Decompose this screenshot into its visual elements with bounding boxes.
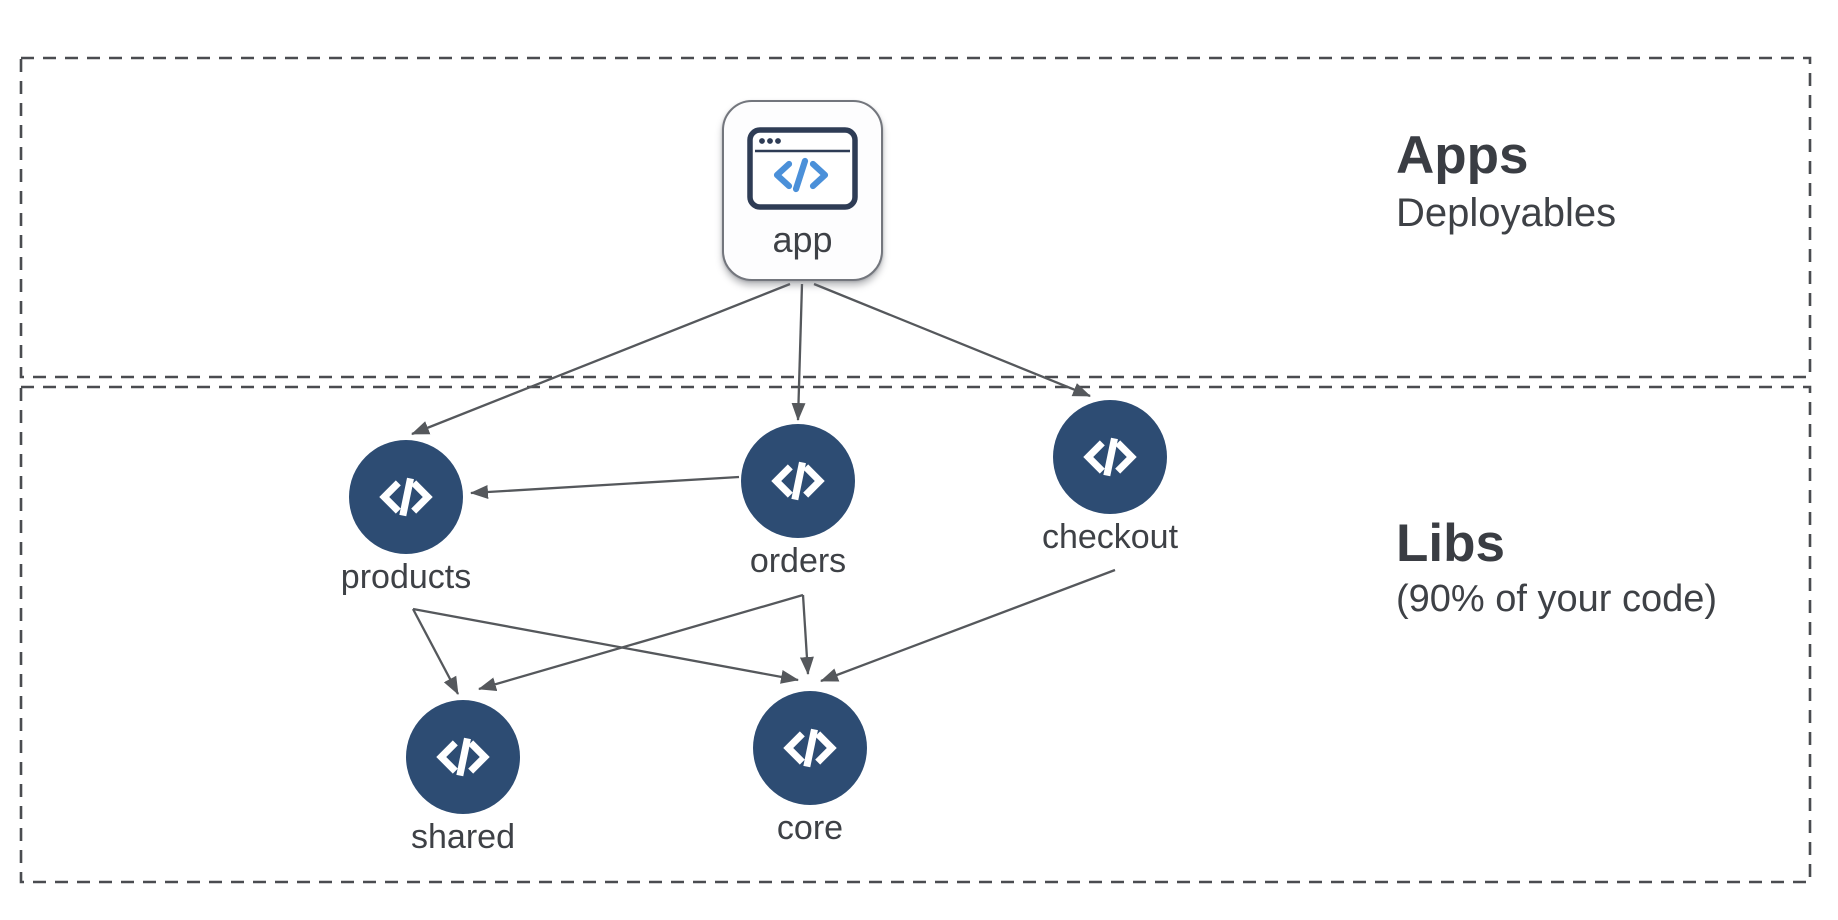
edge-app-checkout — [813, 282, 1091, 398]
apps-section-title: Apps — [1396, 126, 1529, 185]
libs-section-title: Libs — [1396, 514, 1505, 573]
browser-code-icon — [747, 127, 858, 210]
edge-products-core — [412, 607, 799, 684]
node-core-label: core — [776, 809, 844, 847]
node-orders: orders — [708, 424, 888, 581]
node-products: products — [316, 440, 496, 597]
products-circle — [349, 440, 463, 554]
edge-orders-shared — [478, 593, 804, 691]
edge-app-orders — [791, 283, 806, 421]
edge-app-products — [411, 282, 791, 436]
code-icon — [771, 461, 825, 501]
libs-section-caption: Libs (90% of your code) — [1396, 514, 1717, 622]
shared-circle — [406, 700, 520, 814]
node-checkout: checkout — [1020, 400, 1200, 557]
libs-section-border — [19, 385, 1812, 884]
code-icon — [1083, 437, 1137, 477]
orders-circle — [741, 424, 855, 538]
code-icon — [436, 737, 490, 777]
node-shared: shared — [373, 700, 553, 857]
code-icon — [783, 728, 837, 768]
edge-products-shared — [411, 608, 460, 695]
core-circle — [753, 691, 867, 805]
node-products-label: products — [340, 558, 472, 596]
apps-section-border — [19, 56, 1812, 379]
node-shared-label: shared — [411, 818, 515, 856]
node-app-label: app — [772, 219, 833, 260]
apps-section-subtitle: Deployables — [1396, 191, 1617, 236]
edge-checkout-core — [820, 568, 1116, 683]
code-icon — [379, 477, 433, 517]
node-checkout-label: checkout — [1041, 518, 1179, 556]
apps-section-caption: Apps Deployables — [1396, 126, 1616, 236]
libs-section-subtitle: (90% of your code) — [1396, 578, 1718, 621]
edge-orders-core — [799, 594, 814, 675]
edge-orders-products — [470, 475, 740, 499]
node-core: core — [720, 691, 900, 848]
checkout-circle — [1053, 400, 1167, 514]
node-app: app — [722, 100, 883, 281]
node-orders-label: orders — [749, 542, 847, 580]
